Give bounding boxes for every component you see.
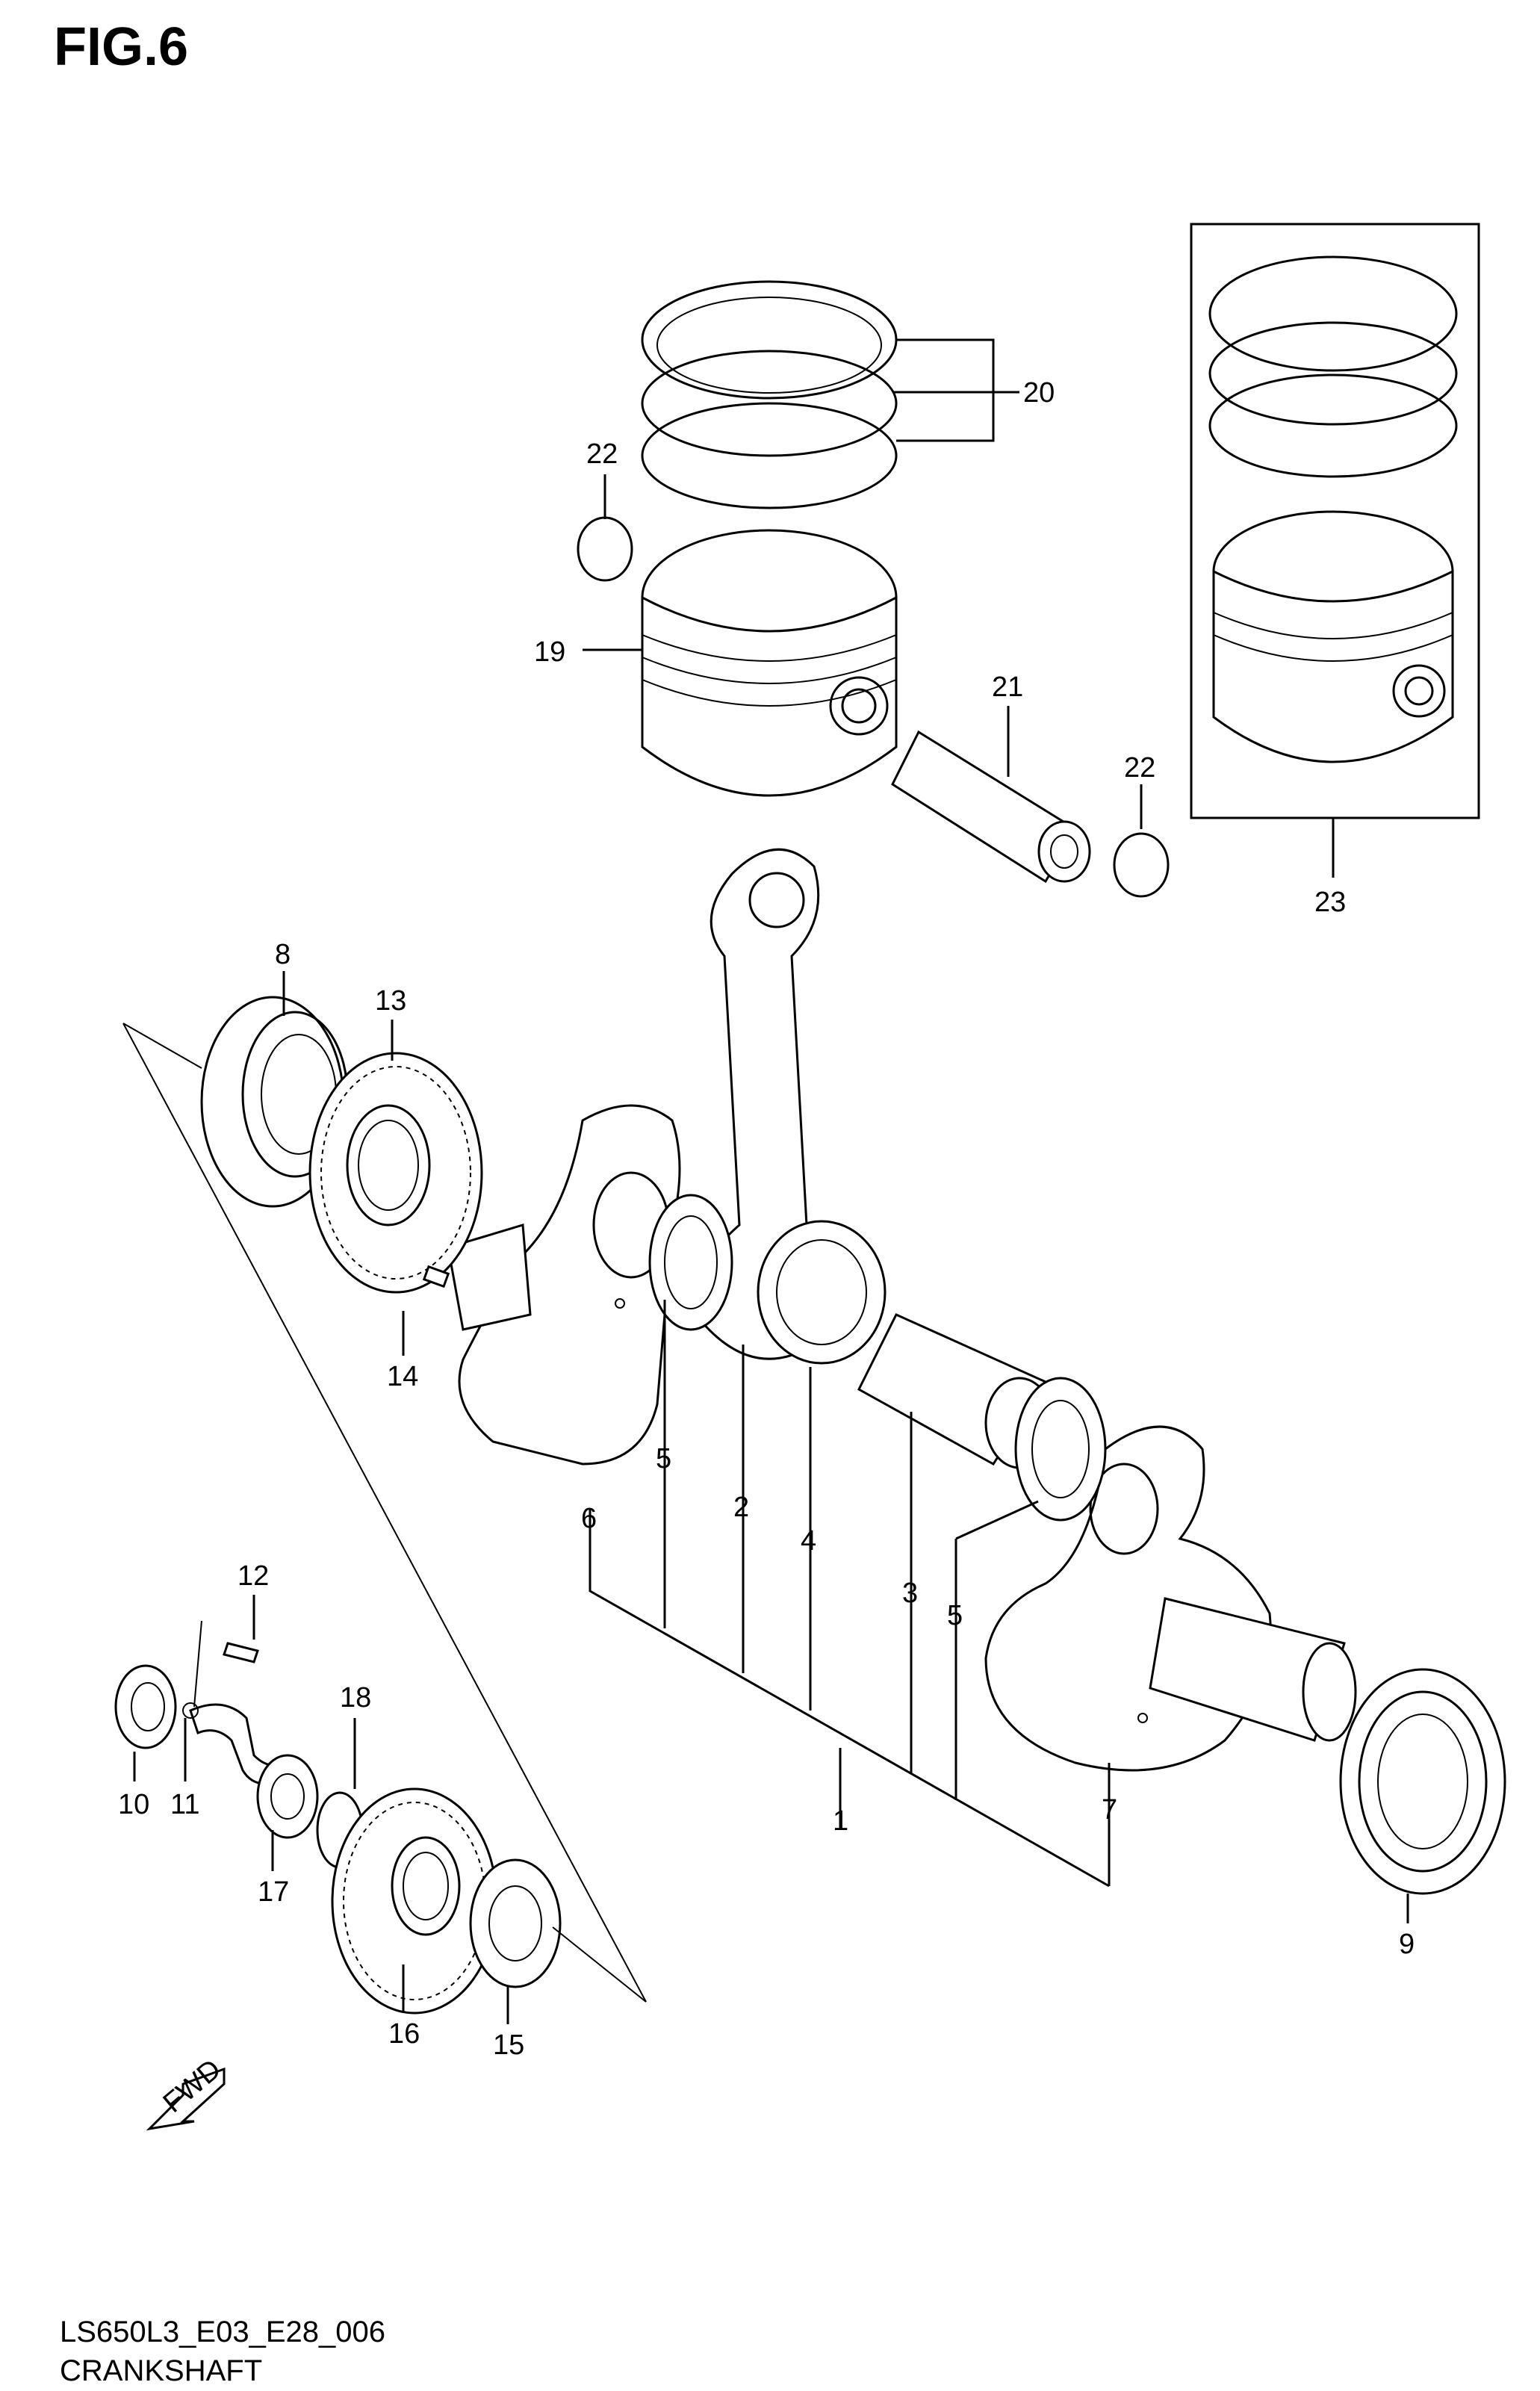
callout-5: 5 <box>656 1443 671 1474</box>
callout-10: 10 <box>118 1789 149 1820</box>
oil-seal[interactable] <box>114 1664 177 1749</box>
fwd-arrow-icon: FWD <box>146 2053 227 2131</box>
right-shaft[interactable] <box>1149 1597 1357 1742</box>
callout-6: 6 <box>581 1503 597 1534</box>
callout-21: 21 <box>992 672 1023 703</box>
driven-gear[interactable] <box>331 1787 498 2015</box>
circlip[interactable] <box>1113 832 1170 898</box>
callout-14: 14 <box>387 1361 418 1392</box>
callout-7: 7 <box>1102 1794 1117 1826</box>
callout-15: 15 <box>493 2029 524 2061</box>
callout-22b: 22 <box>1124 752 1155 784</box>
callout-3: 3 <box>902 1578 918 1609</box>
callout-12: 12 <box>237 1560 269 1592</box>
piston-set[interactable] <box>1208 255 1458 763</box>
spline-gear[interactable] <box>469 1858 562 1988</box>
primary-drive-gear[interactable] <box>308 1052 483 1294</box>
callout-22: 22 <box>586 438 618 470</box>
left-shaft-spline[interactable] <box>447 1224 532 1331</box>
thrust-washer[interactable] <box>1014 1377 1107 1522</box>
diagram-name: CRANKSHAFT <box>60 2354 263 2387</box>
piston-rings[interactable] <box>641 280 898 509</box>
callout-11: 11 <box>170 1789 199 1820</box>
callout-4: 4 <box>801 1525 816 1557</box>
callout-16: 16 <box>388 2018 420 2050</box>
piston-pin[interactable] <box>891 730 1091 884</box>
right-bearing[interactable] <box>1339 1668 1506 1895</box>
spacer[interactable] <box>256 1754 319 1839</box>
callout-19: 19 <box>534 636 565 668</box>
callout-9: 9 <box>1399 1929 1415 1960</box>
callout-8: 8 <box>275 939 291 970</box>
piston[interactable] <box>641 529 898 797</box>
callout-1: 1 <box>833 1805 848 1837</box>
callout-23: 23 <box>1314 887 1346 918</box>
diagram-code: LS650L3_E03_E28_006 <box>60 2316 385 2348</box>
screw[interactable] <box>223 1642 259 1663</box>
key[interactable] <box>422 1265 450 1288</box>
callout-5b: 5 <box>947 1600 963 1631</box>
callout-13: 13 <box>375 985 406 1017</box>
callout-20: 20 <box>1023 377 1055 409</box>
callout-2: 2 <box>733 1492 749 1523</box>
thrust-washer[interactable] <box>648 1194 733 1331</box>
circlip[interactable] <box>577 516 633 582</box>
piston-set-box[interactable] <box>1190 223 1480 819</box>
callout-17: 17 <box>258 1876 289 1908</box>
connecting-rod[interactable] <box>698 848 887 1365</box>
callout-18: 18 <box>340 1682 371 1714</box>
figure-title: FIG.6 <box>54 17 189 77</box>
